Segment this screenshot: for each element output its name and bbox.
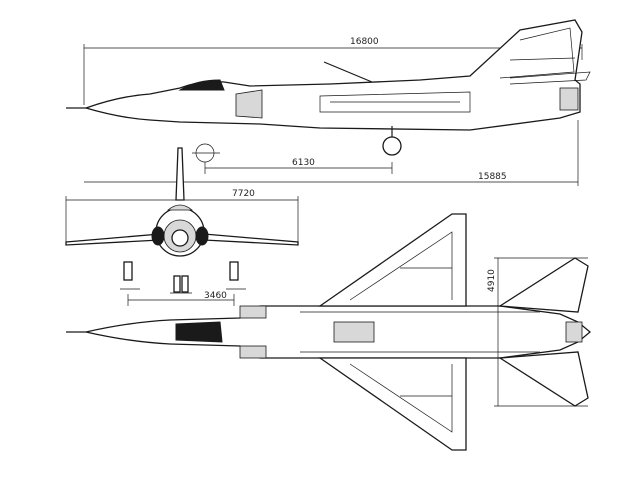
side-canopy: [178, 79, 225, 91]
dimension-span-label: 7720: [232, 189, 255, 199]
side-fuselage: [83, 19, 583, 131]
top-wing-lower: [317, 357, 467, 451]
side-view: 16800 6130 15885: [66, 19, 591, 186]
dimension-wheelbase-label: 6130: [292, 158, 315, 168]
top-stabilizer-upper: [498, 257, 589, 313]
front-view: 7720 3460: [65, 147, 299, 306]
top-wing-upper: [317, 213, 467, 307]
dimension-overall-label: 15885: [478, 172, 507, 182]
dimension-track-label: 3460: [204, 291, 227, 301]
dimension-tail-span-label: 4910: [487, 269, 497, 292]
dimension-length-label: 16800: [350, 37, 379, 47]
top-view: 4910: [66, 213, 592, 451]
top-stabilizer-lower: [498, 351, 589, 407]
side-main-wheel: [382, 136, 402, 156]
